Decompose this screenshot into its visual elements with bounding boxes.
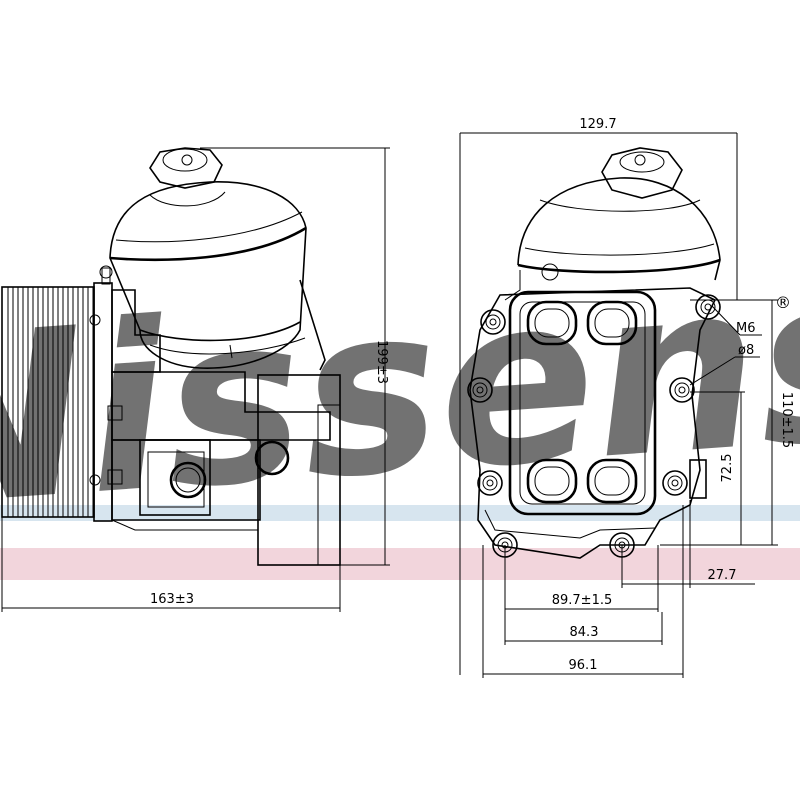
port-block — [139, 439, 211, 516]
side-port-round — [254, 440, 290, 476]
dim-bolt-hole: ø8 — [689, 343, 760, 386]
dim-bottom-offset: 27.7 — [621, 500, 755, 588]
side-port-ring — [169, 461, 207, 499]
gasket-plate — [508, 290, 657, 516]
port-top-left — [526, 300, 578, 346]
dim-inner-width: 84.3 — [505, 612, 663, 645]
dim-overall-height: 199±3 — [200, 147, 390, 566]
dim-outer-width: 96.1 — [482, 505, 684, 678]
watermark-registered-mark: ® — [775, 293, 791, 312]
port-top-right — [586, 300, 638, 346]
front-housing-outline — [469, 287, 717, 559]
dim-label-thread: M6 — [736, 321, 756, 336]
dim-label-bottom-offset: 27.7 — [708, 568, 737, 583]
front-view: 129.7 M6 ø8 110±1.5 72.5 — [459, 117, 794, 678]
dim-thread: M6 — [711, 305, 762, 336]
dim-label-overall-width-side: 163±3 — [150, 592, 194, 607]
dim-label-overall-height: 199±3 — [374, 340, 389, 384]
watermark-blue-band — [0, 505, 800, 521]
dim-label-port-spacing: 89.7±1.5 — [552, 593, 613, 608]
dim-label-port-vertical: 110±1.5 — [779, 392, 794, 448]
watermark-logo: Nissens — [0, 223, 800, 559]
cooler-fins — [1, 286, 95, 518]
dim-inner-vertical: 72.5 — [690, 391, 745, 546]
dim-label-inner-width: 84.3 — [570, 625, 599, 640]
dim-port-spacing: 89.7±1.5 — [504, 545, 659, 645]
watermark-pink-stripe — [0, 548, 800, 580]
dim-label-outer-width: 96.1 — [569, 658, 598, 673]
dim-label-bolt-hole: ø8 — [738, 343, 754, 358]
dim-label-inner-vertical: 72.5 — [720, 454, 735, 483]
filter-cap-front — [517, 147, 721, 281]
watermark: Nissens ® — [0, 223, 800, 580]
dim-label-overall-width-front: 129.7 — [579, 117, 616, 132]
side-fitting — [689, 459, 707, 499]
dim-port-vertical: 110±1.5 — [660, 299, 794, 546]
dim-overall-width-side: 163±3 — [1, 517, 341, 612]
dim-overall-width-front: 129.7 — [459, 117, 738, 675]
port-bottom-left — [526, 458, 578, 504]
port-bottom-right — [586, 458, 638, 504]
side-view: 199±3 163±3 — [1, 147, 390, 612]
filter-cap-side — [109, 147, 326, 371]
